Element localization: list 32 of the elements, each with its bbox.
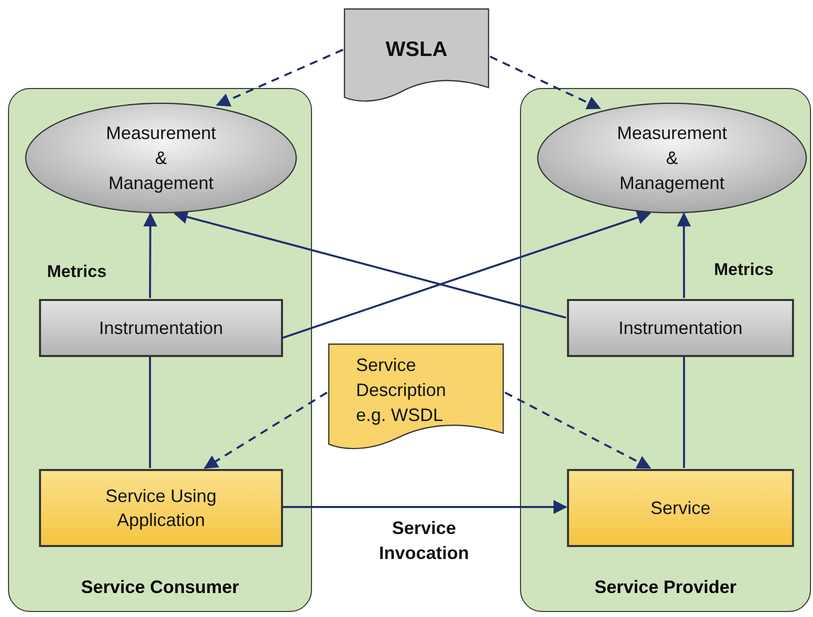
dashed-arrow	[504, 392, 652, 469]
node-label: Service Using Application	[104, 485, 218, 532]
node-label: Measurement & Management	[616, 122, 728, 195]
connector-line	[149, 356, 151, 468]
process-box	[39, 469, 283, 547]
arrow	[174, 210, 566, 319]
node-label: Instrumentation	[618, 316, 743, 340]
connector-line	[683, 356, 686, 468]
process-box	[567, 469, 794, 547]
node-label: WSLA	[386, 37, 448, 63]
arrow	[676, 212, 691, 298]
arrow	[282, 500, 568, 514]
process-box	[567, 299, 794, 357]
node-label: Service	[649, 497, 712, 520]
dashed-arrow	[216, 48, 344, 106]
edge-label: Service Invocation	[378, 517, 470, 565]
process-box	[39, 299, 283, 357]
node-label: Service Description e.g. WSDL	[356, 354, 448, 427]
dashed-arrow	[204, 392, 328, 469]
arrow	[143, 212, 158, 298]
process-ellipse	[23, 101, 299, 215]
group-panel	[8, 88, 312, 612]
annotation-label: Metrics	[47, 261, 107, 283]
dashed-arrow	[490, 56, 602, 110]
node-label: Service Consumer	[80, 576, 240, 599]
group-panel	[520, 88, 811, 612]
arrow	[282, 210, 652, 339]
annotation-label: Metrics	[714, 259, 774, 281]
node-label: Measurement & Management	[104, 122, 218, 195]
node-label: Service Provider	[594, 576, 737, 599]
node-label: Instrumentation	[98, 316, 224, 340]
process-ellipse	[535, 101, 809, 215]
